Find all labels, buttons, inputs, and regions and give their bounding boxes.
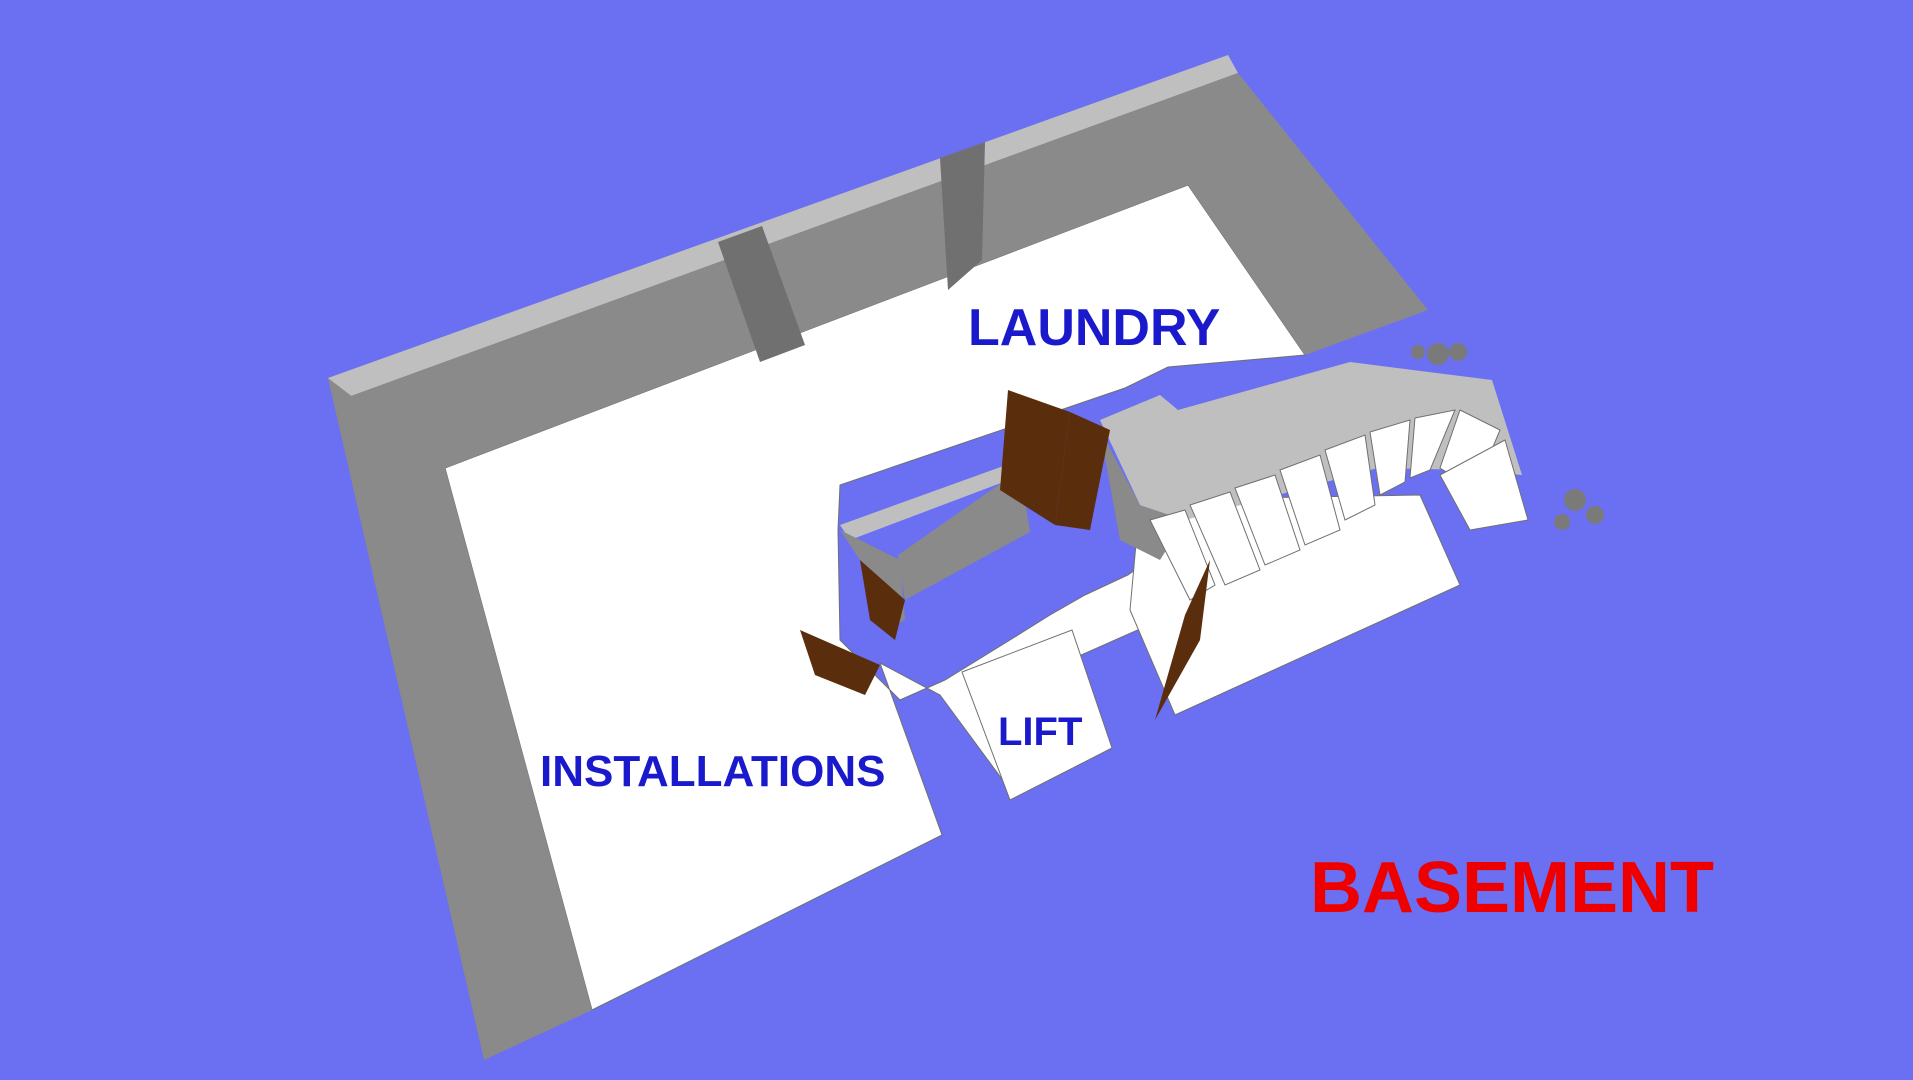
stair-step: [1279, 454, 1341, 546]
room-label-installations: INSTALLATIONS: [540, 747, 886, 796]
outer-wall-east: [1188, 73, 1428, 355]
door-laundry: [1000, 390, 1070, 525]
stair-step: [1369, 419, 1411, 496]
door-corridor: [860, 560, 905, 640]
outer-wall-top: [328, 55, 1238, 400]
hole: [1554, 514, 1570, 530]
hole: [1411, 345, 1425, 359]
outer-wall-north: [340, 73, 1238, 468]
room-label-laundry: LAUNDRY: [968, 299, 1221, 357]
door-installations: [800, 630, 880, 695]
inner-wall-corridor-top: [840, 460, 1030, 540]
stair-step: [1409, 409, 1456, 479]
hole: [1449, 343, 1467, 361]
room-label-lift: LIFT: [998, 710, 1083, 754]
inner-wall-corridor-face: [898, 470, 1030, 600]
stair-step: [1439, 439, 1529, 531]
stair-step: [1234, 474, 1301, 566]
hole: [1427, 343, 1449, 365]
stair-step: [1324, 434, 1376, 521]
outer-wall-west: [328, 378, 592, 1060]
door-lift: [1155, 560, 1210, 720]
stair-step: [1149, 509, 1216, 601]
door-laundry-corridor: [1055, 412, 1110, 530]
hole: [1564, 489, 1586, 511]
stair-wall-top: [1100, 362, 1522, 520]
lift-floor: [961, 629, 1113, 801]
hole: [1586, 506, 1604, 524]
floor-name-label: BASEMENT: [1310, 848, 1715, 928]
stair-step: [1189, 491, 1261, 586]
pilaster-1: [718, 226, 805, 362]
pilaster-2: [940, 142, 985, 290]
